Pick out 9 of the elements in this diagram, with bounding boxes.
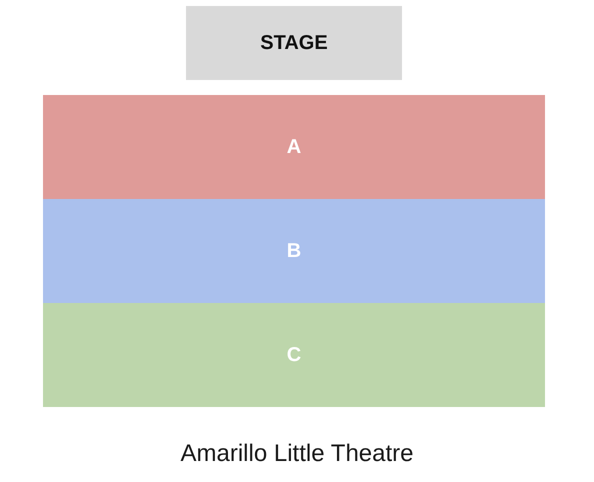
seating-section <box>43 199 545 303</box>
section-label: C <box>286 344 302 366</box>
seating-section <box>43 95 545 199</box>
stage-label: STAGE <box>260 32 328 54</box>
venue-caption: Amarillo Little Theatre <box>180 440 414 467</box>
section-label: A <box>286 136 302 158</box>
seating-section <box>43 303 545 407</box>
section-label: B <box>286 240 302 262</box>
stage-area <box>186 6 402 80</box>
